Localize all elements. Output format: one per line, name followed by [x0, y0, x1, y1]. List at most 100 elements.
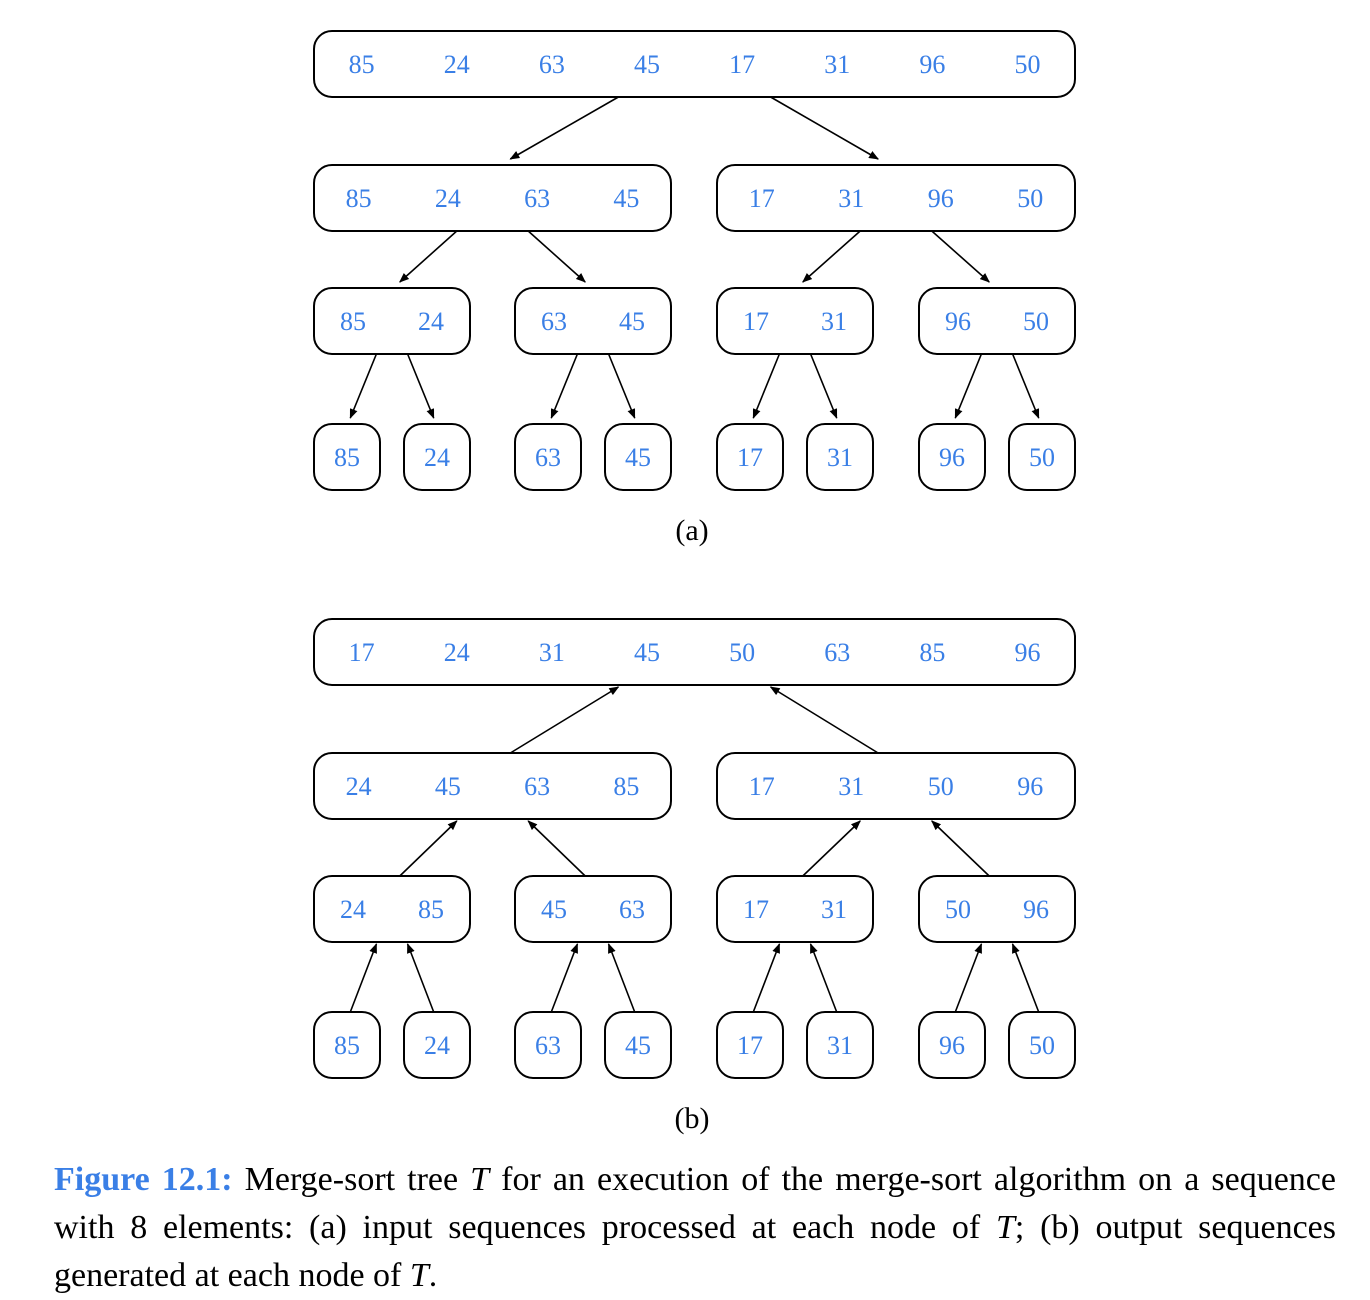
tree-node: 17 [716, 1011, 784, 1079]
node-box [1008, 423, 1076, 491]
node-box [514, 1011, 582, 1079]
node-box [514, 423, 582, 491]
tree-edge-arrow [931, 230, 990, 283]
figure-caption: Figure 12.1: Merge-sort tree T for an ex… [54, 1156, 1336, 1300]
node-value: 24 [340, 895, 366, 924]
node-box [313, 423, 381, 491]
node-box [716, 752, 1076, 820]
tree-edge-arrow [406, 353, 435, 419]
tree-edge-arrow [349, 943, 378, 1013]
tree-node: 24 85 [313, 875, 471, 943]
node-value: 85 [334, 443, 360, 472]
tree-edge-arrow [399, 820, 458, 877]
caption-text-3: ; (b) output sequences generated at each… [54, 1209, 1336, 1294]
node-value: 24 [444, 50, 470, 79]
node-value: 45 [619, 307, 645, 336]
tree-node: 85 [313, 1011, 381, 1079]
node-value: 17 [737, 443, 763, 472]
tree-node: 45 [604, 423, 672, 491]
node-box [716, 423, 784, 491]
tree-node: 85 24 [313, 287, 471, 355]
tree-edge-arrow [550, 353, 579, 419]
tree-edge-arrow [527, 230, 586, 283]
tree-node: 63 [514, 423, 582, 491]
tree-edge-arrow [607, 943, 636, 1013]
tree-edge-arrow [809, 943, 838, 1013]
tree-edge-arrow [802, 230, 861, 283]
node-value: 63 [524, 184, 550, 213]
tree-edge-arrow [809, 353, 838, 419]
node-value: 17 [749, 772, 775, 801]
node-value: 31 [539, 638, 565, 667]
node-value: 85 [346, 184, 372, 213]
node-value: 50 [928, 772, 954, 801]
node-box [604, 1011, 672, 1079]
node-value: 24 [424, 443, 450, 472]
node-box [313, 752, 672, 820]
node-value: 85 [340, 307, 366, 336]
tree-node: 96 [918, 1011, 986, 1079]
node-box [604, 423, 672, 491]
node-box [806, 423, 874, 491]
node-value: 31 [838, 772, 864, 801]
tree-edge-arrow [769, 686, 879, 754]
node-box [514, 287, 672, 355]
node-value: 85 [349, 50, 375, 79]
node-value: 63 [535, 1031, 561, 1060]
node-value: 24 [418, 307, 444, 336]
tree-node: 24 [403, 1011, 471, 1079]
node-value: 85 [919, 638, 945, 667]
node-box [918, 423, 986, 491]
node-value: 31 [821, 307, 847, 336]
tree-edge-arrow [527, 820, 586, 877]
node-box [918, 875, 1076, 943]
node-value: 17 [729, 50, 755, 79]
node-value: 17 [737, 1031, 763, 1060]
figure-label: Figure 12.1: [54, 1161, 233, 1198]
node-value: 85 [418, 895, 444, 924]
tree-node: 50 [1008, 423, 1076, 491]
node-value: 17 [349, 638, 375, 667]
caption-symbol-2: T [995, 1209, 1015, 1246]
node-box [716, 164, 1076, 232]
caption-symbol-1: T [470, 1161, 490, 1198]
node-box [313, 875, 471, 943]
node-value: 96 [939, 1031, 965, 1060]
node-value: 45 [541, 895, 567, 924]
node-value: 45 [634, 50, 660, 79]
node-value: 96 [945, 307, 971, 336]
tree-node: 24 [403, 423, 471, 491]
node-value: 17 [749, 184, 775, 213]
tree-edge-arrow [1011, 943, 1040, 1013]
node-value: 24 [444, 638, 470, 667]
tree-edge-arrow [752, 353, 781, 419]
tree-edge-arrow [1011, 353, 1040, 419]
tree-node: 96 [918, 423, 986, 491]
node-box [313, 1011, 381, 1079]
node-value: 63 [541, 307, 567, 336]
node-value: 96 [939, 443, 965, 472]
node-value: 45 [435, 772, 461, 801]
node-value: 50 [1014, 50, 1040, 79]
node-value: 63 [824, 638, 850, 667]
tree-edge-arrow [509, 96, 619, 160]
tree-edge-arrow [802, 820, 861, 877]
node-box [1008, 1011, 1076, 1079]
node-box [806, 1011, 874, 1079]
tree-edge-arrow [954, 943, 983, 1013]
node-value: 50 [945, 895, 971, 924]
node-box [918, 1011, 986, 1079]
node-value: 17 [743, 895, 769, 924]
tree-node: 63 45 [514, 287, 672, 355]
node-value: 50 [1017, 184, 1043, 213]
tree-node: 85 [313, 423, 381, 491]
tree-edge-arrow [550, 943, 579, 1013]
tree-edge-arrow [954, 353, 983, 419]
